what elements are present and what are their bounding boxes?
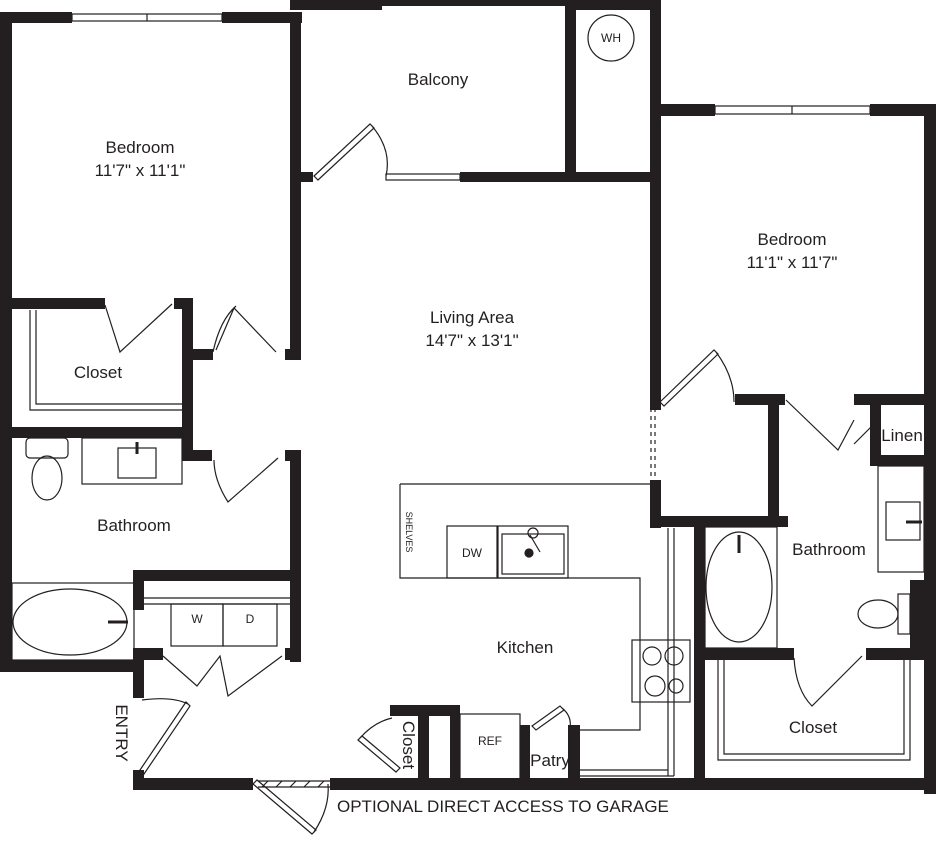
closet-entry-name: Closet [399,721,418,769]
dryer-label: D [246,612,255,626]
kitchen-counter [399,483,691,781]
shelves-label: SHELVES [404,512,414,553]
living-area-size: 14'7" x 13'1" [425,331,518,350]
entry-name: ENTRY [112,704,131,761]
fixture-labels: SHELVES DW W D REF [191,512,502,748]
garage-access-note: OPTIONAL DIRECT ACCESS TO GARAGE [337,797,669,816]
pantry-name: Patry [530,751,570,770]
room-labels: Bedroom 11'7" x 11'1" Balcony Bedroom 11… [74,70,923,770]
garage-threshold [258,780,330,788]
dashed-opening [650,408,656,478]
bathroom-left-name: Bathroom [97,516,171,535]
water-heater: WH [587,14,635,62]
bedroom-left-size: 11'7" x 11'1" [95,161,186,180]
balcony-name: Balcony [408,70,469,89]
water-heater-label: WH [601,31,621,45]
living-area-name: Living Area [430,308,515,327]
left-bath-fixtures [11,437,183,661]
bedroom-left-name: Bedroom [106,138,175,157]
right-bath-fixtures [704,465,925,649]
refrigerator-label: REF [478,734,502,748]
kitchen-name: Kitchen [497,638,554,657]
closet-right-name: Closet [789,718,837,737]
closet-shelving [29,310,911,777]
dishwasher-label: DW [462,546,483,560]
washer-label: W [191,612,203,626]
closet-left-name: Closet [74,363,122,382]
bedroom-right-size: 11'1" x 11'7" [747,253,838,272]
bedroom-right-name: Bedroom [758,230,827,249]
linen-name: Linen [881,426,923,445]
doors [104,123,879,835]
bathroom-right-name: Bathroom [792,540,866,559]
windows [71,13,871,181]
walls [0,0,936,794]
laundry [170,603,278,647]
